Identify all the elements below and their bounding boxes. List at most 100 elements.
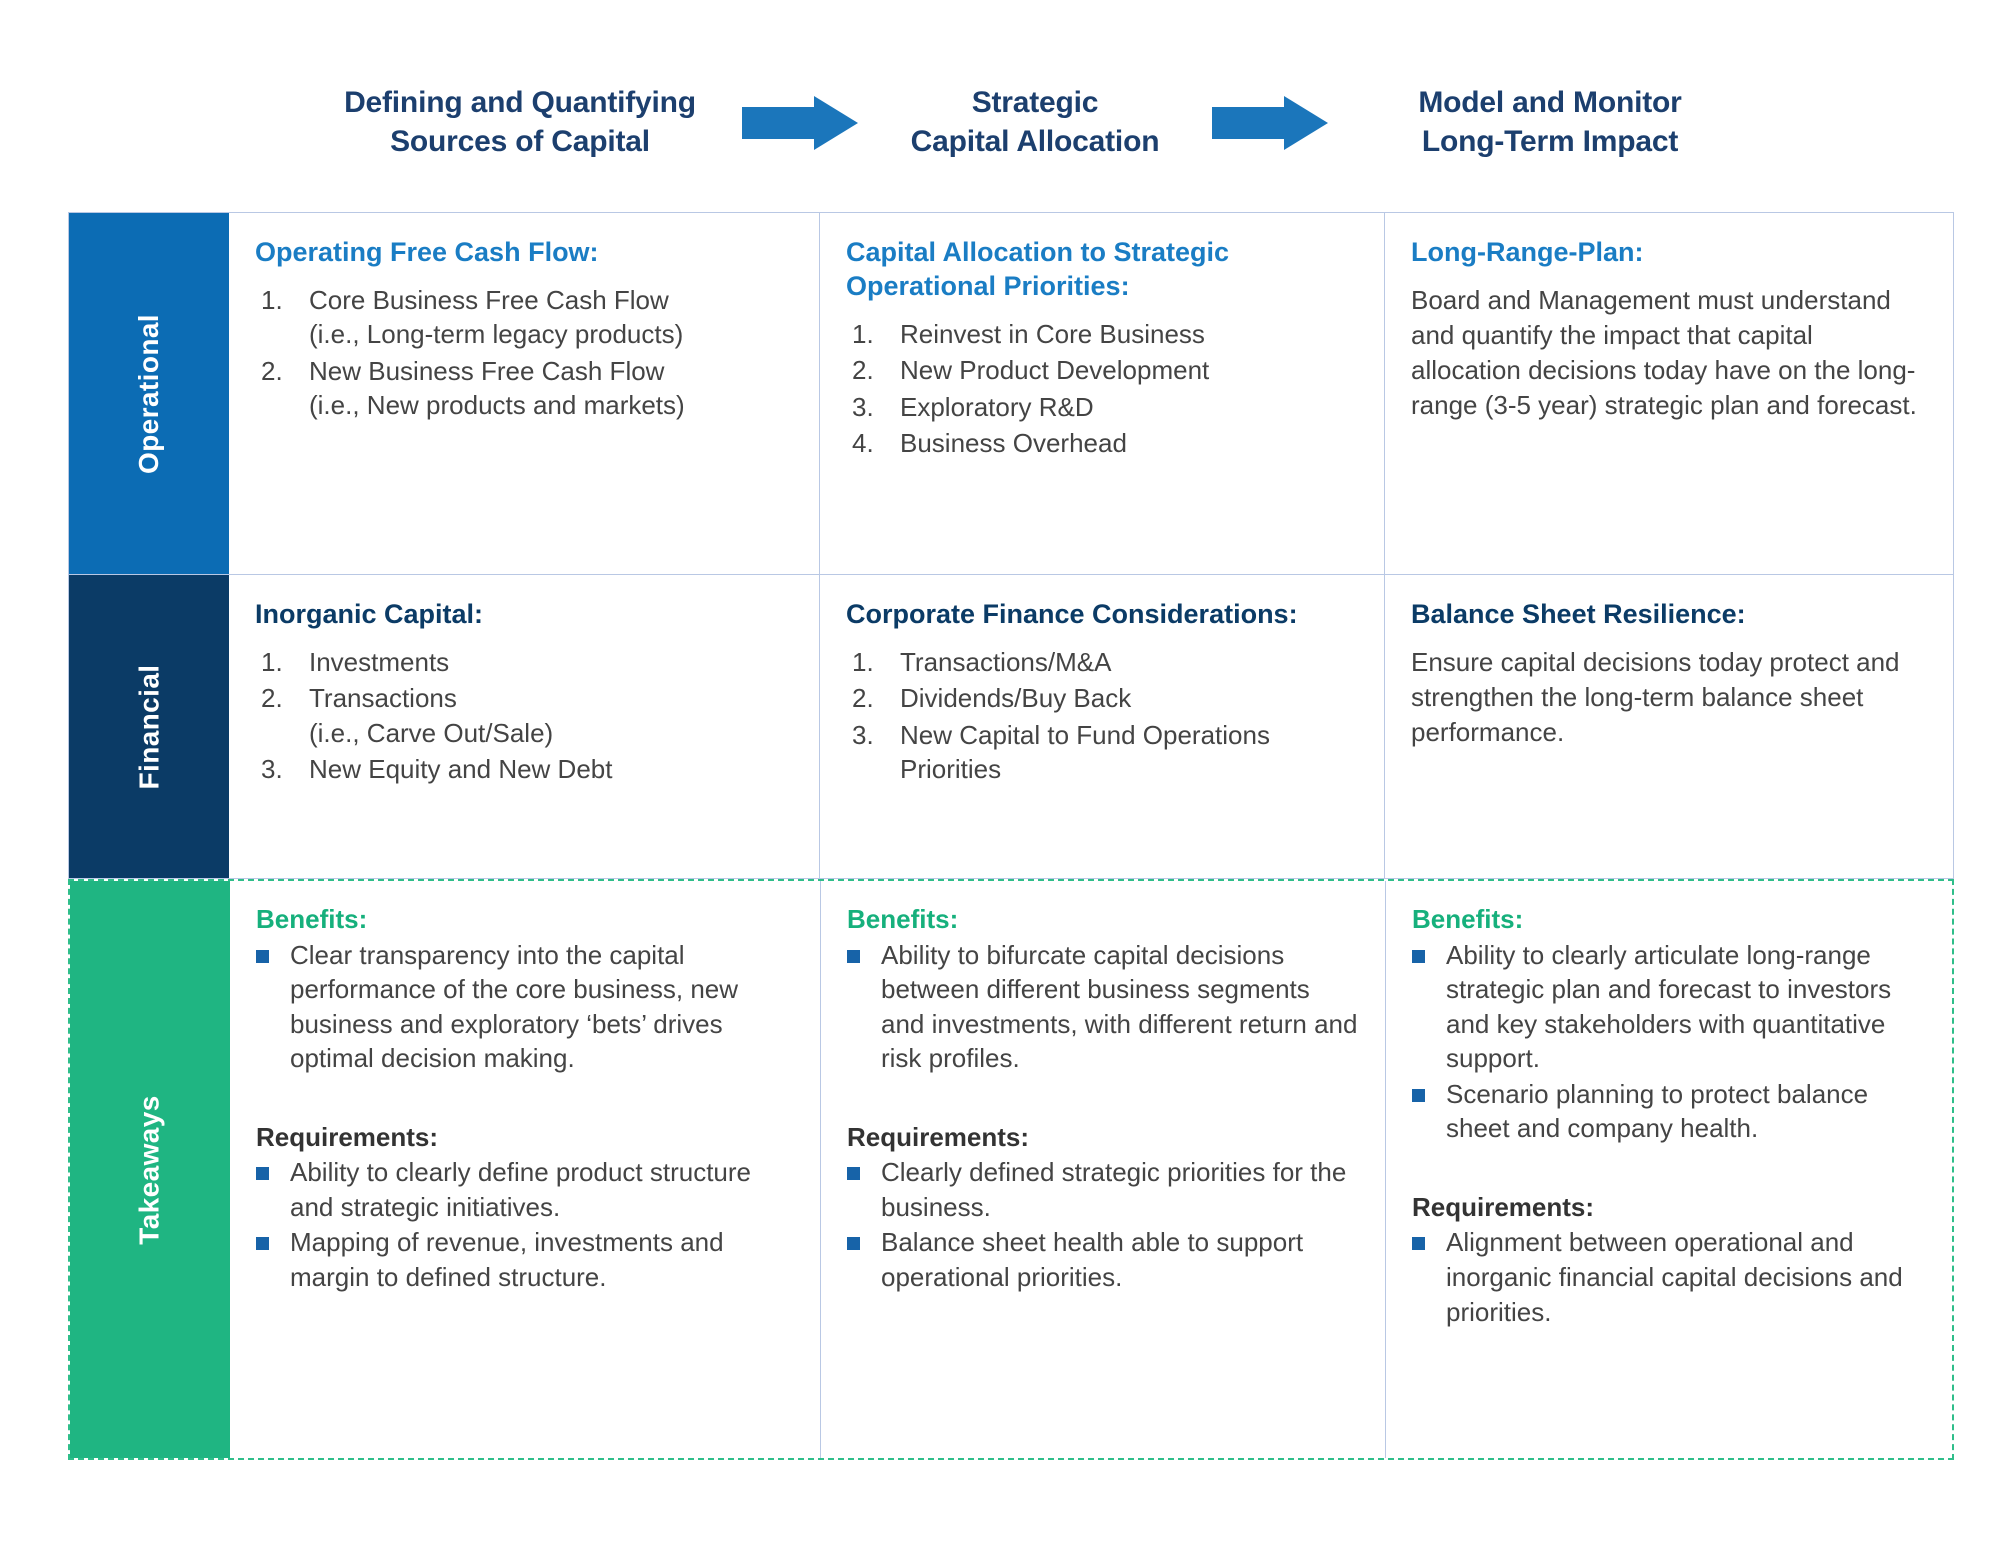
- matrix-row-operational: Operational Operating Free Cash Flow: 1.…: [68, 212, 1954, 574]
- benefits-heading: Benefits:: [256, 904, 368, 934]
- list-item-text: Ability to clearly articulate long-range…: [1446, 939, 1892, 1074]
- list-item: 1. Transactions/M&A: [846, 645, 1358, 679]
- numbered-list: 1. Reinvest in Core Business 2. New Prod…: [846, 317, 1358, 460]
- list-item-text: New Capital to Fund Operations Prioritie…: [900, 719, 1270, 784]
- cell-takeaways-allocation: Benefits: Ability to bifurcate capital d…: [820, 881, 1385, 1458]
- process-flow-header: Defining and Quantifying Sources of Capi…: [60, 70, 1950, 175]
- cell-paragraph: Ensure capital decisions today protect a…: [1411, 647, 1900, 747]
- cell-operational-sources: Operating Free Cash Flow: 1. Core Busine…: [229, 213, 819, 574]
- list-item-number: 3.: [261, 753, 283, 784]
- list-item: Mapping of revenue, investments and marg…: [256, 1225, 794, 1294]
- list-item: 3. New Capital to Fund Operations Priori…: [846, 718, 1358, 787]
- arrow-right-icon: [1212, 95, 1328, 150]
- cell-title: Long-Range-Plan:: [1411, 237, 1644, 267]
- section-gap: [847, 1077, 1359, 1121]
- list-item-text: New Business Free Cash Flow (i.e., New p…: [309, 354, 793, 423]
- square-bullet-icon: [256, 938, 290, 963]
- row-label-financial: Financial: [69, 575, 229, 878]
- flow-stage-3-line2: Long-Term Impact: [1421, 124, 1679, 158]
- square-bullet-icon: [847, 938, 881, 963]
- requirements-list: Alignment between operational and inorga…: [1412, 1225, 1926, 1329]
- cell-takeaways-lrp: Benefits: Ability to clearly articulate …: [1385, 881, 1952, 1458]
- requirements-list: Ability to clearly define product struct…: [256, 1155, 794, 1294]
- arrow-shaft: [742, 106, 818, 139]
- list-item: Balance sheet health able to support ope…: [847, 1225, 1359, 1294]
- arrow-shaft: [1212, 106, 1288, 139]
- section-gap: [256, 1077, 794, 1121]
- requirements-heading: Requirements:: [847, 1121, 1030, 1152]
- list-item: 2. Transactions (i.e., Carve Out/Sale): [255, 681, 793, 750]
- requirements-heading: Requirements:: [256, 1121, 439, 1152]
- cell-title: Balance Sheet Resilience:: [1411, 599, 1746, 629]
- list-item: Ability to bifurcate capital decisions b…: [847, 938, 1359, 1076]
- cell-takeaways-sources: Benefits: Clear transparency into the ca…: [230, 881, 820, 1458]
- list-item-main: Transactions: [309, 683, 457, 714]
- list-item-text: Dividends/Buy Back: [900, 683, 1132, 714]
- list-item-text: Alignment between operational and inorga…: [1446, 1227, 1903, 1327]
- list-item-number: 3.: [852, 391, 874, 422]
- arrow-head: [814, 95, 858, 150]
- list-item-sub: (i.e., Long-term legacy products): [309, 319, 684, 350]
- operational-cells: Operating Free Cash Flow: 1. Core Busine…: [229, 213, 1953, 574]
- square-bullet-icon: [256, 1155, 290, 1181]
- cell-paragraph: Board and Management must understand and…: [1411, 285, 1917, 420]
- flow-stage-2: Strategic Capital Allocation: [870, 84, 1200, 161]
- list-item-text: New Product Development: [900, 355, 1210, 386]
- benefits-heading: Benefits:: [847, 904, 959, 934]
- flow-stage-1-line1: Defining and Quantifying: [344, 86, 696, 120]
- cell-financial-balance-sheet: Balance Sheet Resilience: Ensure capital…: [1384, 575, 1953, 878]
- list-item: 1. Core Business Free Cash Flow (i.e., L…: [255, 283, 793, 352]
- row-label-operational-text: Operational: [133, 313, 164, 474]
- row-label-operational: Operational: [69, 213, 229, 574]
- flow-stage-3-line1: Model and Monitor: [1418, 86, 1682, 120]
- row-label-takeaways-text: Takeaways: [133, 1094, 165, 1245]
- cell-financial-corpfin: Corporate Finance Considerations: 1. Tra…: [819, 575, 1384, 878]
- list-item: Ability to clearly articulate long-range…: [1412, 938, 1926, 1076]
- list-item: Ability to clearly define product struct…: [256, 1155, 794, 1224]
- benefits-list: Ability to bifurcate capital decisions b…: [847, 938, 1359, 1076]
- requirements-heading: Requirements:: [1412, 1191, 1595, 1222]
- list-item-text: Investments: [309, 647, 450, 678]
- requirements-list: Clearly defined strategic priorities for…: [847, 1155, 1359, 1294]
- cell-title: Operating Free Cash Flow:: [255, 237, 599, 267]
- list-item: Scenario planning to protect balance she…: [1412, 1077, 1926, 1146]
- flow-stage-2-line2: Capital Allocation: [910, 124, 1160, 158]
- list-item: 2. New Business Free Cash Flow (i.e., Ne…: [255, 354, 793, 423]
- flow-stage-2-line1: Strategic: [971, 86, 1099, 120]
- square-bullet-icon: [1412, 1225, 1446, 1251]
- square-bullet-icon: [256, 1225, 290, 1251]
- row-label-takeaways: Takeaways: [70, 881, 230, 1458]
- cell-title: Capital Allocation to Strategic Operatio…: [846, 237, 1230, 302]
- list-item-text: Exploratory R&D: [900, 391, 1094, 422]
- list-item-text: Reinvest in Core Business: [900, 319, 1205, 350]
- flow-arrow-1-wrap: [730, 95, 870, 150]
- list-item-main: Core Business Free Cash Flow: [309, 285, 669, 316]
- list-item: 2. New Product Development: [846, 353, 1358, 387]
- cell-title: Inorganic Capital:: [255, 599, 484, 629]
- benefits-list: Ability to clearly articulate long-range…: [1412, 938, 1926, 1146]
- list-item: Clearly defined strategic priorities for…: [847, 1155, 1359, 1224]
- list-item-number: 2.: [852, 355, 874, 386]
- takeaways-cells: Benefits: Clear transparency into the ca…: [230, 881, 1952, 1458]
- list-item-text: Scenario planning to protect balance she…: [1446, 1078, 1869, 1144]
- square-bullet-icon: [847, 1225, 881, 1251]
- list-item: 3. New Equity and New Debt: [255, 752, 793, 786]
- list-item-number: 2.: [852, 683, 874, 714]
- list-item: 1. Investments: [255, 645, 793, 679]
- list-item-text: Transactions/M&A: [900, 647, 1112, 678]
- square-bullet-icon: [847, 1155, 881, 1181]
- matrix-row-financial: Financial Inorganic Capital: 1. Investme…: [68, 574, 1954, 879]
- benefits-heading: Benefits:: [1412, 904, 1524, 934]
- list-item-number: 3.: [852, 719, 874, 750]
- flow-stage-3: Model and Monitor Long-Term Impact: [1340, 84, 1760, 161]
- list-item-sub: (i.e., Carve Out/Sale): [309, 717, 554, 748]
- list-item: 2. Dividends/Buy Back: [846, 681, 1358, 715]
- matrix-row-takeaways: Takeaways Benefits: Clear transparency i…: [68, 879, 1954, 1460]
- list-item-text: Balance sheet health able to support ope…: [881, 1227, 1304, 1293]
- square-bullet-icon: [1412, 1077, 1446, 1102]
- list-item-text: Business Overhead: [900, 427, 1127, 458]
- list-item: Clear transparency into the capital perf…: [256, 938, 794, 1076]
- row-label-financial-text: Financial: [133, 664, 164, 789]
- benefits-list: Clear transparency into the capital perf…: [256, 938, 794, 1076]
